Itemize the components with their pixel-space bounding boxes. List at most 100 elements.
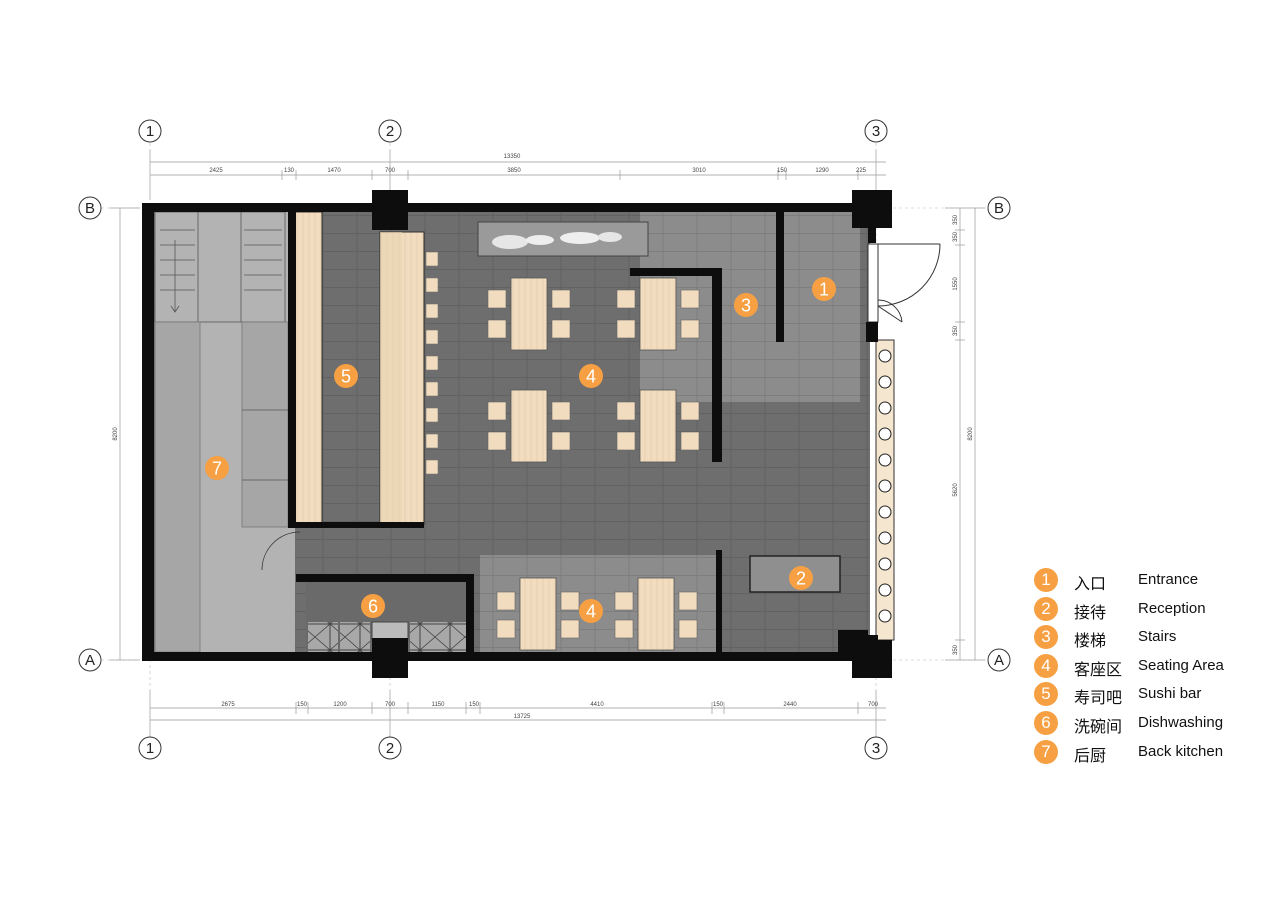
marker-entrance: 1: [812, 277, 836, 301]
dim-top-8: 1290: [815, 168, 829, 174]
dim-right-outer: 5620: [953, 483, 959, 497]
dim-bottom-1: 2675: [221, 702, 235, 708]
legend-label-cn: 寿司吧: [1074, 688, 1123, 708]
marker-seating-north: 4: [579, 364, 603, 388]
east-window: [875, 339, 895, 641]
svg-text:7: 7: [212, 459, 222, 479]
dim-top-6: 3010: [692, 168, 706, 174]
marker-back-kitchen: 7: [205, 456, 229, 480]
dim-top-1: 2425: [209, 168, 223, 174]
dim-right-1: 350: [953, 214, 959, 225]
grid-axis-markers: [78, 119, 1011, 760]
axis-label-2-bottom: 2: [386, 740, 394, 757]
legend-label-en: Entrance: [1138, 571, 1199, 588]
legend-item-back-kitchen: 7 后厨 Back kitchen: [1034, 738, 1264, 767]
marker-dishwashing: 6: [361, 594, 385, 618]
legend-label-cn: 客座区: [1074, 659, 1123, 679]
marker-sushi-bar: 5: [334, 364, 358, 388]
legend-label-en: Back kitchen: [1138, 742, 1224, 760]
axis-label-b-right: B: [994, 200, 1004, 217]
svg-text:4: 4: [586, 367, 596, 387]
legend-number: 1: [1034, 568, 1058, 592]
axis-label-b-left: B: [85, 200, 95, 217]
dim-right-4: 350: [953, 325, 959, 336]
dining-chairs: [487, 289, 700, 639]
area-markers: 1 2 3 4 4 5 6 7: [205, 277, 836, 623]
legend-number: 2: [1034, 596, 1058, 621]
dim-bottom-10: 700: [868, 702, 879, 708]
legend-item-seating-area: 4 客座区 Seating Area: [1034, 652, 1264, 681]
legend-label-cn: 接待: [1074, 602, 1107, 622]
legend-label-en: Seating Area: [1138, 656, 1224, 674]
dim-right-2: 350: [953, 231, 959, 242]
dim-right-total: 8200: [968, 427, 974, 441]
legend-number: 4: [1034, 653, 1058, 678]
axis-label-2-top: 2: [386, 123, 394, 140]
dim-bottom-5: 1150: [432, 702, 446, 708]
legend-number: 3: [1034, 625, 1058, 650]
axis-label-1-bottom: 1: [146, 740, 154, 757]
dim-left-total: 8200: [113, 427, 119, 441]
dishwashing-sink-3: [410, 622, 440, 652]
svg-text:4: 4: [586, 602, 596, 622]
axis-label-3-top: 3: [872, 123, 880, 140]
legend-item-dishwashing: 6 洗碗间 Dishwashing: [1034, 709, 1264, 738]
svg-text:3: 3: [741, 296, 751, 316]
dim-top-9: 225: [856, 168, 867, 174]
sushi-bar-stools: [425, 251, 439, 475]
legend-number: 7: [1034, 739, 1058, 764]
legend-label-cn: 后厨: [1074, 745, 1107, 765]
entrance-door: [867, 243, 941, 323]
axis-label-a-right: A: [994, 652, 1004, 669]
legend-label-cn: 入口: [1074, 574, 1107, 593]
dishwashing-sink-1: [308, 622, 338, 652]
legend-number: 5: [1034, 682, 1058, 707]
dim-right-5: 350: [953, 644, 959, 655]
marker-reception: 2: [789, 566, 813, 590]
legend-label-cn: 洗碗间: [1074, 716, 1123, 736]
dim-top-5: 3850: [507, 168, 521, 174]
dim-bottom-3: 1200: [333, 702, 347, 708]
dimension-labels: 13350 2425 130 1470 700 3850 3010 150 12…: [113, 154, 974, 720]
svg-text:2: 2: [796, 569, 806, 589]
dim-bottom-7: 4410: [590, 702, 604, 708]
marker-stairs: 3: [734, 293, 758, 317]
legend-label-en: Reception: [1138, 599, 1206, 617]
svg-text:6: 6: [368, 597, 378, 617]
dim-top-2: 130: [284, 168, 295, 174]
legend-item-sushi-bar: 5 寿司吧 Sushi bar: [1034, 680, 1264, 709]
dishwashing-sink-4: [440, 622, 470, 652]
dim-bottom-4: 700: [385, 702, 396, 708]
dim-bottom-2: 150: [297, 702, 308, 708]
dim-bottom-9: 2440: [783, 702, 797, 708]
dim-top-4: 700: [385, 168, 396, 174]
svg-text:5: 5: [341, 367, 351, 387]
dim-right-3: 1550: [953, 277, 959, 291]
legend-label-cn: 楼梯: [1074, 631, 1107, 651]
axis-label-3-bottom: 3: [872, 740, 880, 757]
dim-top-total: 13350: [504, 154, 521, 160]
axis-label-1-top: 1: [146, 123, 154, 140]
dim-top-3: 1470: [327, 168, 341, 174]
grid-axis-labels: 1 2 3 1 2 3 B B A A: [85, 123, 1004, 757]
legend-label-en: Dishwashing: [1138, 713, 1224, 731]
legend-item-stairs: 3 楼梯 Stairs: [1034, 623, 1264, 652]
legend-label-en: Sushi bar: [1138, 685, 1202, 703]
legend-item-reception: 2 接待 Reception: [1034, 595, 1264, 624]
dimension-lines: [110, 150, 985, 740]
legend-number: 6: [1034, 710, 1058, 735]
legend-item-entrance: 1 入口 Entrance: [1034, 566, 1264, 595]
dishwashing-sink-2: [340, 622, 370, 652]
stone-garden: [477, 221, 649, 257]
legend-label-en: Stairs: [1138, 628, 1177, 646]
marker-seating-south: 4: [579, 599, 603, 623]
dim-top-7: 150: [777, 168, 788, 174]
legend: 1 入口 Entrance 2 接待 Reception 3 楼梯 Stairs…: [1034, 566, 1264, 766]
dining-tables: [510, 277, 677, 651]
kitchen-staircase: [154, 211, 301, 653]
dishwashing-counter: [371, 621, 409, 641]
dim-bottom-total: 13725: [514, 714, 531, 720]
dim-bottom-6: 150: [469, 702, 480, 708]
axis-label-a-left: A: [85, 652, 95, 669]
